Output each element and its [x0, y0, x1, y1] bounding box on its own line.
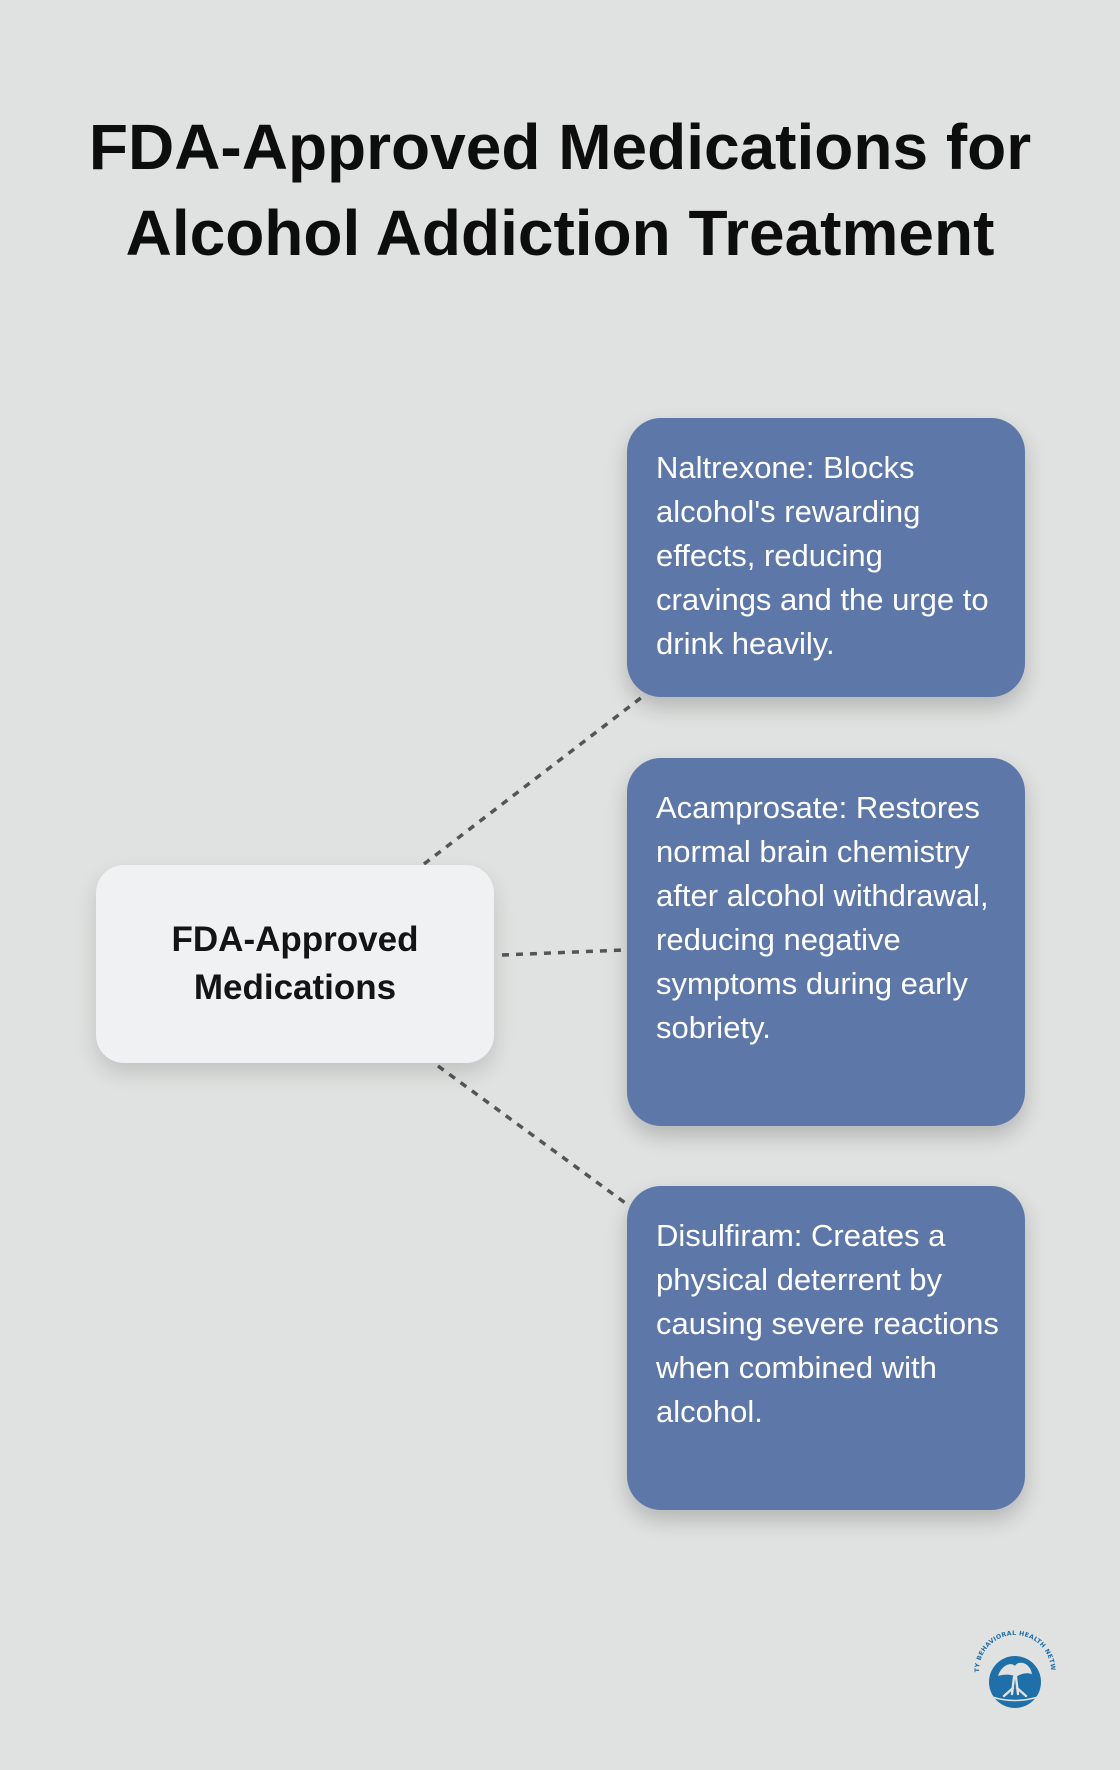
connector-acamprosate: [501, 948, 625, 957]
center-node-line-1: FDA-Approved: [171, 920, 419, 959]
center-node-line-2: Medications: [193, 968, 397, 1007]
page-title: FDA-Approved Medications for Alcohol Add…: [40, 104, 1080, 276]
amity-logo: AMITY BEHAVIORAL HEALTH NETWORK: [968, 1624, 1056, 1708]
title-line-2: Alcohol Addiction Treatment: [125, 197, 995, 269]
branch-card-naltrexone: Naltrexone: Blocks alcohol's rewarding e…: [627, 418, 1025, 697]
center-node: FDA-Approved Medications: [96, 865, 494, 1063]
branch-card-disulfiram: Disulfiram: Creates a physical deterrent…: [627, 1186, 1025, 1510]
connector-disulfiram: [436, 1064, 630, 1207]
tree-icon: [989, 1656, 1041, 1708]
title-line-1: FDA-Approved Medications for: [88, 111, 1032, 183]
branch-card-acamprosate: Acamprosate: Restores normal brain chemi…: [627, 758, 1025, 1126]
connector-naltrexone: [422, 692, 648, 866]
